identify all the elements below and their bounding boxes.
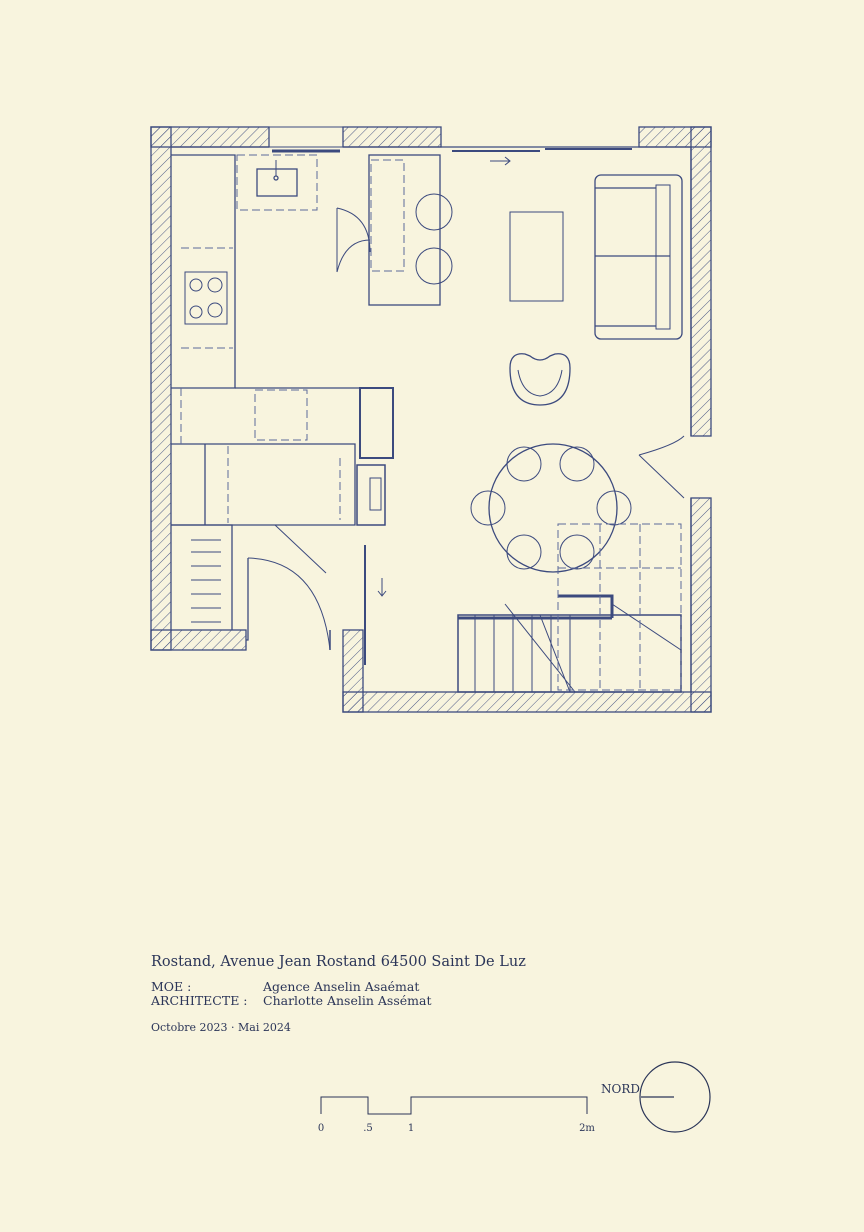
window-top-left xyxy=(268,126,344,148)
wall-cabinets-left xyxy=(180,247,233,444)
moe-label: MOE : xyxy=(151,979,192,994)
stool-2 xyxy=(415,247,453,285)
cooktop xyxy=(184,271,228,325)
oven-inner xyxy=(369,477,382,511)
inner-wall-line xyxy=(171,146,692,692)
north-label: NORD xyxy=(601,1082,640,1096)
wall-cabinets-island xyxy=(370,159,405,272)
project-address: Rostand, Avenue Jean Rostand 64500 Saint… xyxy=(151,954,526,970)
wall-right-lower xyxy=(690,497,712,713)
chair-5 xyxy=(506,534,542,570)
hallway-dashes xyxy=(227,446,341,523)
wall-left xyxy=(150,126,172,651)
sofa-back xyxy=(655,184,671,330)
wall-cabinets-top xyxy=(236,154,318,211)
moe-value: Agence Anselin Asaémat xyxy=(263,979,420,994)
mezzanine-outline xyxy=(557,523,682,691)
scale-tick-half: .5 xyxy=(363,1123,373,1134)
stair-arrow-icon xyxy=(377,578,387,597)
storage-shelves xyxy=(191,539,221,623)
entry-arrow-icon xyxy=(490,156,511,166)
north-arrow-icon xyxy=(639,1061,711,1133)
burner-2 xyxy=(207,277,223,293)
stair-handrail xyxy=(458,594,614,620)
sink-drain xyxy=(273,175,279,181)
stair-winder xyxy=(504,603,682,693)
burner-1 xyxy=(189,278,203,292)
armchair xyxy=(509,353,571,406)
appliance-column xyxy=(359,387,394,459)
chair-3 xyxy=(470,490,506,526)
project-dates: Octobre 2023 · Mai 2024 xyxy=(151,1021,291,1034)
burner-3 xyxy=(189,305,203,319)
wall-right-upper xyxy=(690,126,712,437)
wall-top-mid xyxy=(342,126,442,148)
oven xyxy=(356,464,386,526)
coffee-table xyxy=(509,211,564,302)
partition-wc xyxy=(171,443,356,526)
scale-tick-1: 1 xyxy=(407,1123,415,1134)
entry-door xyxy=(638,435,685,499)
chair-2 xyxy=(559,446,595,482)
chair-1 xyxy=(506,446,542,482)
scale-tick-0: 0 xyxy=(317,1123,325,1134)
kitchen-island xyxy=(368,154,441,306)
door-swing xyxy=(336,207,371,273)
mezzanine-grid xyxy=(558,524,681,690)
moe-row: MOE : Agence Anselin Asaémat xyxy=(151,979,419,994)
scale-tick-2m: 2m xyxy=(579,1123,595,1134)
kitchen-counter xyxy=(171,154,236,389)
sofa xyxy=(594,174,683,340)
wc-door xyxy=(247,524,331,651)
kitchen-sink xyxy=(256,168,298,197)
chair-6 xyxy=(559,534,595,570)
wall-entry-jamb xyxy=(342,629,364,713)
burner-4 xyxy=(207,302,223,318)
wall-bottom-left xyxy=(150,629,247,651)
stool-1 xyxy=(415,193,453,231)
dining-table xyxy=(488,443,618,573)
wall-cabinets-lower xyxy=(254,389,308,441)
architecte-value: Charlotte Anselin Assémat xyxy=(263,993,432,1008)
wall-bottom xyxy=(342,691,712,713)
scale-bar-icon xyxy=(320,1096,588,1115)
stair-steps xyxy=(474,615,571,692)
partition-storage xyxy=(171,524,249,641)
architecte-label: ARCHITECTE : xyxy=(151,993,248,1008)
architecte-row: ARCHITECTE : Charlotte Anselin Assémat xyxy=(151,993,431,1008)
chair-4 xyxy=(596,490,632,526)
kitchen-counter-lower xyxy=(235,387,394,459)
